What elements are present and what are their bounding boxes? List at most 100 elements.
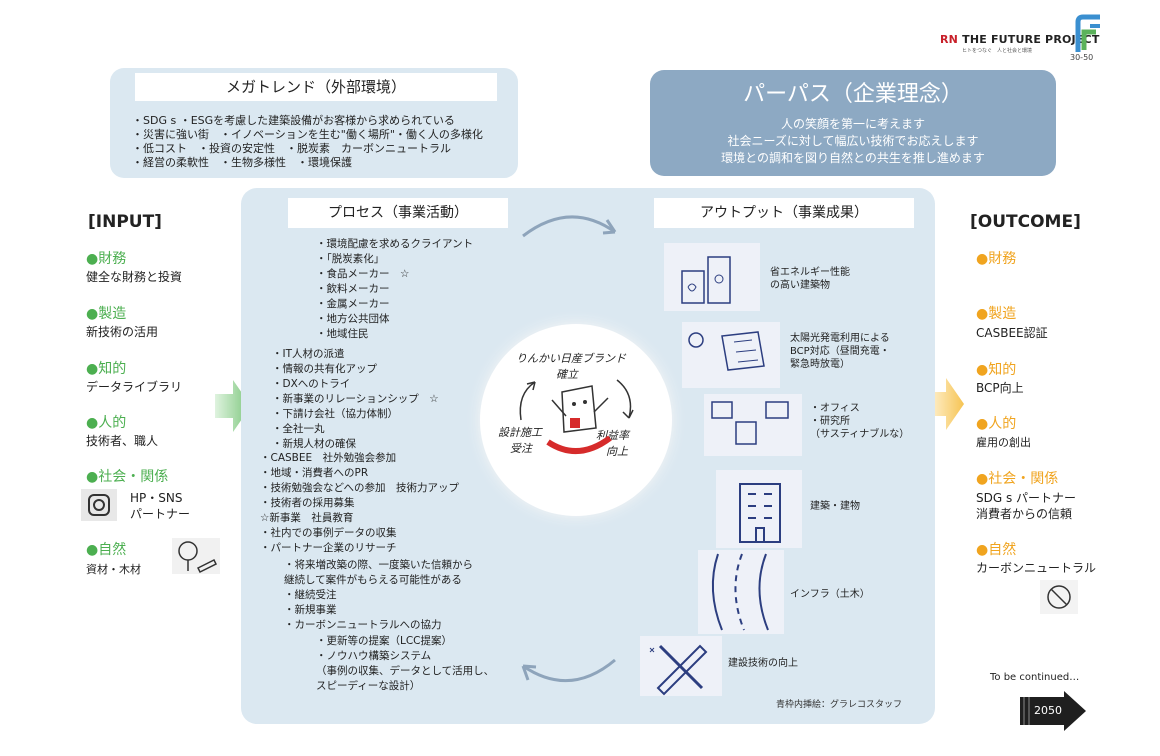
output-label: 建設技術の向上 — [728, 657, 798, 670]
process-line: ・DXへのトライ — [272, 378, 351, 390]
outcome-item-sub: 雇用の創出 — [976, 436, 1031, 449]
output-line: （サスティナブルな） — [810, 429, 910, 440]
megatrend-line: ・経営の柔軟性 ・生物多様性 ・環境保護 — [132, 156, 352, 169]
to-be-continued: To be continued… — [990, 672, 1080, 683]
purpose-line: 環境との調和を図り自然との共生を推し進めます — [721, 151, 985, 165]
input-heading: [INPUT] — [88, 212, 162, 232]
process-line: ・環境配慮を求めるクライアント — [316, 238, 474, 250]
outcome-item-sub: SDG s パートナー — [976, 491, 1077, 505]
process-line: スピーディーな設計） — [316, 680, 421, 692]
input-item-sub: データライブラリ — [86, 380, 183, 394]
input-item-label: ●人的 — [86, 415, 127, 431]
output-line: ・オフィス — [810, 403, 860, 414]
input-item-label: ●財務 — [86, 251, 127, 267]
megatrend-line: ・低コスト ・投資の安定性 ・脱炭素 カーボンニュートラル — [132, 142, 451, 155]
process-group-training: ・CASBEE 社外勉強会参加 ・地域・消費者へのPR ・技術勉強会などへの参加… — [260, 450, 459, 555]
process-line: ・食品メーカー ☆ — [316, 268, 410, 280]
tree-icon — [172, 538, 220, 574]
output-line: BCP対応（昼間充電・ — [790, 346, 890, 357]
outcome-item-label: ●製造 — [976, 306, 1017, 322]
outcome-arrow-icon — [928, 378, 964, 430]
process-line: ・将来増改築の際、一度築いた信頼から — [284, 559, 473, 571]
megatrend-title: メガトレンド（外部環境） — [135, 73, 497, 101]
process-line: ・IT人材の派遣 — [272, 348, 345, 360]
process-line: ・飲料メーカー — [316, 283, 390, 295]
logo-subtitle: ヒトをつなぐ 人と社会と環境 — [962, 48, 1033, 54]
process-line: ・情報の共有化アップ — [272, 363, 377, 375]
process-line: ☆新事業 社員教育 — [260, 512, 354, 524]
process-line: ・技術者の採用募集 — [260, 497, 355, 509]
output-line: 太陽光発電利用による — [790, 333, 890, 344]
process-line: （事例の収集、データとして活用し、 — [316, 665, 495, 677]
output-line: の高い建築物 — [770, 280, 830, 291]
purpose-title: パーパス（企業理念） — [743, 82, 963, 107]
input-item-sub: 資材・木材 — [86, 563, 141, 576]
cycle-arrow-top-icon — [522, 215, 617, 238]
process-group-clients: ・環境配慮を求めるクライアント ・「脱炭素化」 ・食品メーカー ☆ ・飲料メーカ… — [316, 236, 473, 341]
purpose-box — [650, 70, 1056, 176]
center-sketch-right2: 向上 — [606, 445, 628, 458]
input-item-sub: 新技術の活用 — [86, 325, 159, 339]
output-label: 省エネルギー性能 の高い建築物 — [770, 266, 850, 292]
center-sketch-figure-icon — [546, 385, 612, 455]
outcome-item-sub: カーボンニュートラル — [976, 561, 1097, 575]
center-sketch-top2: 確立 — [556, 368, 578, 381]
outcome-item-sub2: 消費者からの信頼 — [976, 507, 1073, 521]
process-line: ・新規人材の確保 — [272, 438, 356, 450]
process-line: ・「脱炭素化」 — [316, 253, 385, 265]
process-group-it: ・IT人材の派遣 ・情報の共有化アップ ・DXへのトライ ・新事業のリレーション… — [272, 346, 439, 451]
outcome-item-sub: CASBEE認証 — [976, 326, 1048, 340]
illustration-credit: 青枠内挿絵：グラレコスタッフ — [776, 700, 903, 710]
input-item-sub: 健全な財務と投資 — [86, 270, 183, 284]
outcome-item-label: ●社会・関係 — [976, 471, 1059, 487]
outcome-item-label: ●自然 — [976, 542, 1017, 558]
input-item-sub: HP・SNS — [130, 491, 183, 505]
input-item-label: ●社会・関係 — [86, 469, 169, 485]
process-line: ・新事業のリレーションシップ ☆ — [272, 393, 439, 405]
process-line: ・技術勉強会などへの参加 技術力アップ — [260, 482, 459, 494]
output-line: インフラ（土木） — [790, 589, 870, 600]
process-line: ・CASBEE 社外勉強会参加 — [260, 452, 397, 464]
input-item-label: ●知的 — [86, 361, 127, 377]
purpose-line: 人の笑顔を第一に考えます — [780, 117, 925, 131]
logo-text: RN THE FUTURE PROJECT — [940, 33, 1100, 46]
process-line: ・新規事業 — [284, 604, 337, 616]
building-sketch-icon — [716, 470, 802, 548]
output-line: 省エネルギー性能 — [770, 267, 850, 278]
purpose-line: 社会ニーズに対して幅広い技術でお応えします — [727, 134, 979, 148]
center-sketch-top: りんかい日産ブランド — [516, 352, 626, 365]
output-line: 建設技術の向上 — [728, 658, 798, 669]
infrastructure-road-sketch-icon — [698, 550, 784, 634]
outcome-item-label: ●知的 — [976, 362, 1017, 378]
process-line: ・地域住民 — [316, 328, 369, 340]
process-line: ・下請け会社（協力体制） — [272, 408, 398, 420]
process-line: ・地方公共団体 — [316, 313, 390, 325]
process-line: ・更新等の提案（LCC提案） — [316, 635, 453, 647]
output-line: 建築・建物 — [810, 501, 860, 512]
process-line: ・ノウハウ構築システム — [316, 650, 432, 662]
process-line: ・パートナー企業のリサーチ — [260, 542, 397, 554]
process-line: ・全社一丸 — [272, 423, 325, 435]
camera-icon — [81, 489, 117, 521]
solar-panel-sketch-icon — [682, 322, 780, 388]
center-sketch-left: 設計施工 — [498, 426, 542, 439]
output-label: インフラ（土木） — [790, 588, 870, 601]
center-sketch-arrows-icon — [519, 379, 634, 421]
output-line: 緊急時放電） — [790, 359, 850, 370]
cycle-arrow-bottom-icon — [521, 658, 616, 683]
process-title: プロセス（事業活動） — [288, 198, 508, 228]
process-line: 継続して案件がもらえる可能性がある — [284, 574, 462, 586]
input-item-sub2: パートナー — [130, 507, 191, 521]
output-label: 建築・建物 — [810, 500, 860, 513]
outcome-item-label: ●財務 — [976, 251, 1017, 267]
office-sketch-icon — [704, 394, 802, 456]
process-line: ・社内での事例データの収集 — [260, 527, 397, 539]
logo-years: 30-50 — [1070, 53, 1094, 62]
input-item-sub: 技術者、職人 — [86, 434, 159, 448]
output-label: 太陽光発電利用による BCP対応（昼間充電・ 緊急時放電） — [790, 332, 890, 371]
year-label: 2050 — [1034, 704, 1062, 717]
tools-sketch-icon — [640, 636, 722, 696]
process-line: ・金属メーカー — [316, 298, 390, 310]
no-co2-icon — [1040, 580, 1078, 614]
process-group-orders: ・将来増改築の際、一度築いた信頼から 継続して案件がもらえる可能性がある ・継続… — [284, 557, 473, 632]
